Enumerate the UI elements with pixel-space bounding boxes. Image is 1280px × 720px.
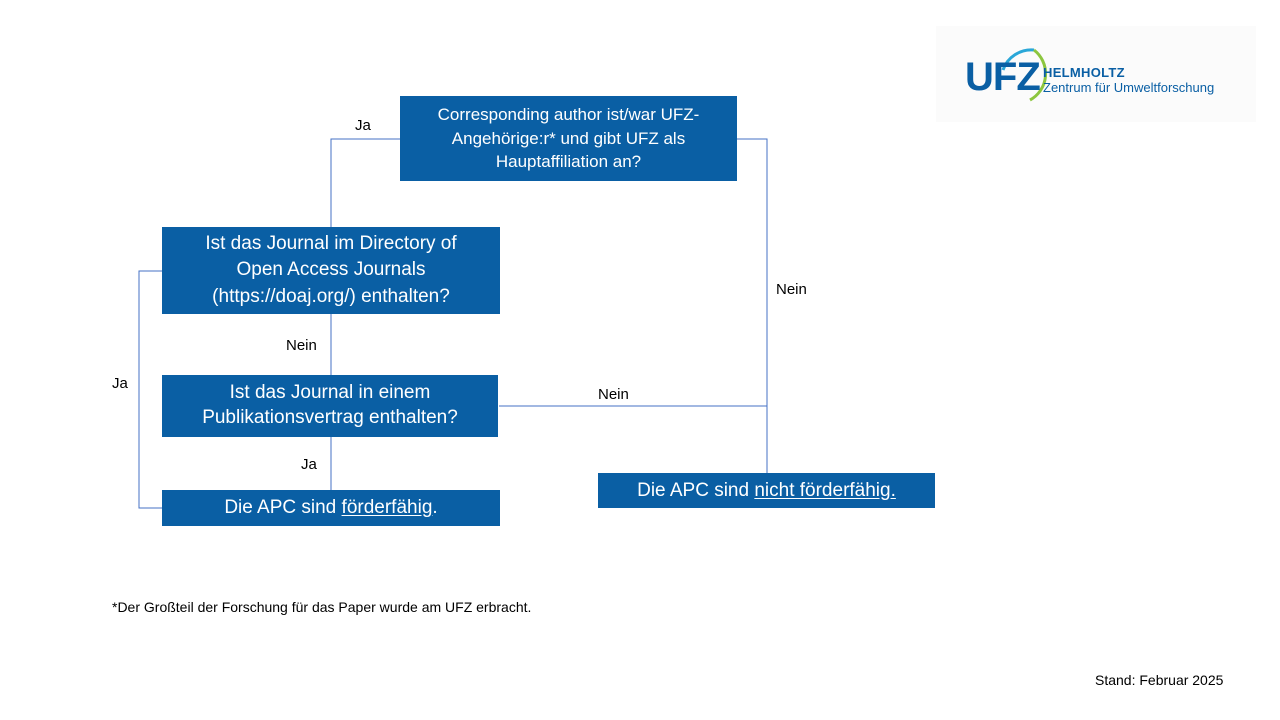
result-prefix: Die APC sind	[637, 479, 755, 501]
foerderfaehig-result-box: Die APC sind förderfähig.	[162, 490, 500, 526]
box-line: Angehörige:r* und gibt UFZ als	[451, 128, 686, 148]
logo-wordmark: UFZ	[965, 55, 1041, 99]
logo-subtitle: Zentrum für Umweltforschung	[1043, 80, 1215, 95]
result-suffix: .	[432, 497, 438, 519]
result-prefix: Die APC sind	[224, 497, 342, 519]
corresponding-author-question-box: Corresponding author ist/war UFZ- Angehö…	[400, 96, 737, 181]
box-line: Ist das Journal im Directory of	[205, 233, 457, 255]
result-emphasis: nicht förderfähig.	[754, 479, 896, 501]
stand-date: Stand: Februar 2025	[1095, 672, 1224, 688]
box-line: Ist das Journal in einem	[229, 382, 431, 404]
logo-panel	[936, 26, 1256, 122]
edge-label-ja-top: Ja	[355, 117, 371, 134]
box-line: Hauptaffiliation an?	[495, 152, 642, 172]
edge-label-nein-horizontal: Nein	[598, 386, 629, 403]
edge-label-nein-middle: Nein	[286, 337, 317, 354]
connector-nein-right	[737, 138, 768, 473]
box-line: (https://doaj.org/) enthalten?	[212, 285, 450, 307]
connector-ja-top	[330, 138, 400, 227]
footnote: *Der Großteil der Forschung für das Pape…	[112, 599, 532, 615]
connector-ja-left	[138, 270, 162, 509]
publikationsvertrag-question-box: Ist das Journal in einem Publikationsver…	[162, 375, 498, 437]
logo-organisation: HELMHOLTZ	[1043, 65, 1125, 80]
box-line: Open Access Journals	[236, 259, 426, 281]
result-emphasis: förderfähig	[341, 497, 433, 519]
nicht-foerderfaehig-result-box: Die APC sind nicht förderfähig.	[598, 473, 935, 508]
edge-label-ja-left: Ja	[112, 375, 128, 392]
box-line: Corresponding author ist/war UFZ-	[437, 104, 700, 124]
edge-label-ja-bottom: Ja	[301, 456, 317, 473]
doaj-question-box: Ist das Journal im Directory of Open Acc…	[162, 227, 500, 314]
edge-label-nein-right: Nein	[776, 281, 807, 298]
box-line: Publikationsvertrag enthalten?	[202, 407, 458, 428]
